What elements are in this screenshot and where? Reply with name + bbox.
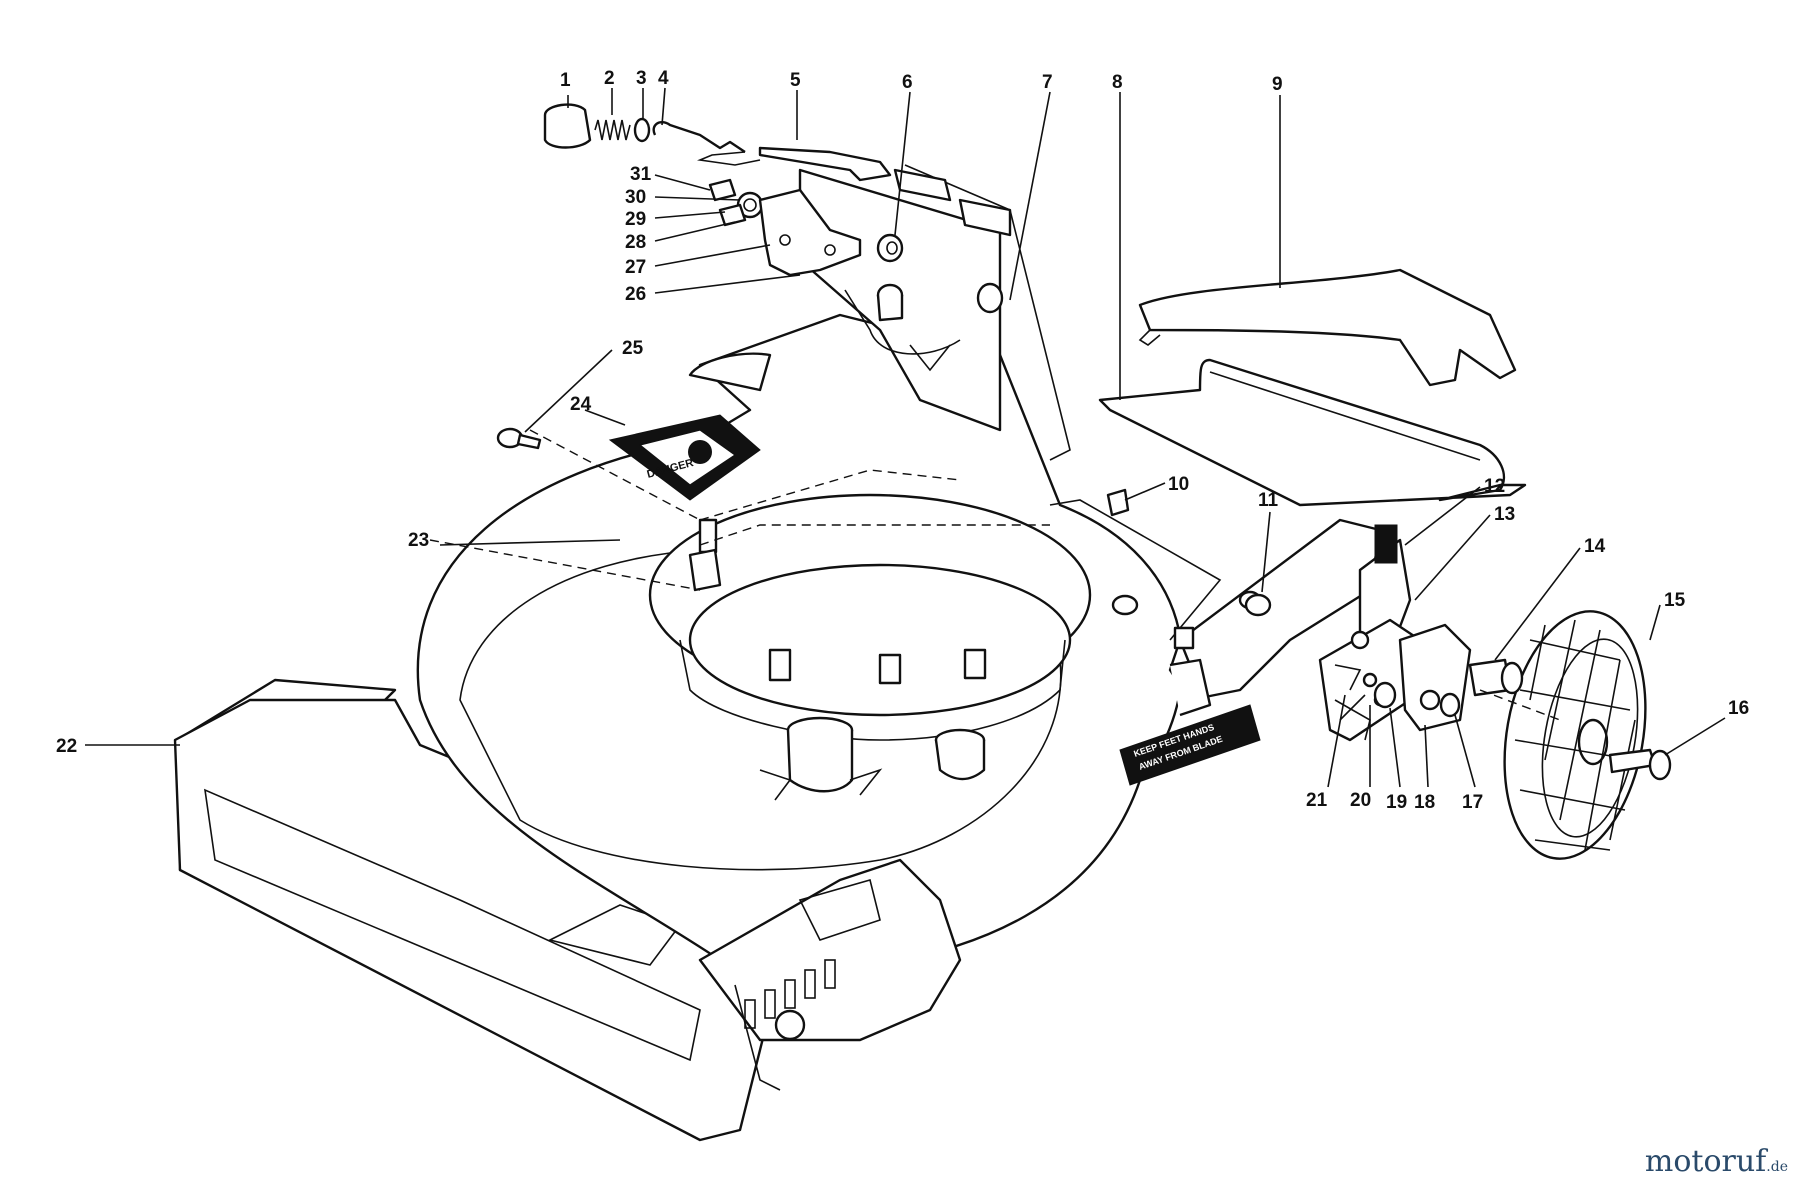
- watermark-tld: .de: [1766, 1159, 1788, 1175]
- callout-8: 8: [1112, 72, 1123, 93]
- callout-1: 1: [560, 70, 571, 91]
- danger-decal: DANGER: [608, 414, 761, 501]
- wheel: [1503, 610, 1647, 860]
- callout-30: 30: [625, 187, 646, 208]
- callout-2: 2: [604, 68, 615, 89]
- callout-19: 19: [1386, 792, 1407, 813]
- callout-31: 31: [630, 164, 652, 185]
- callout-17: 17: [1462, 792, 1483, 813]
- callout-23: 23: [408, 530, 429, 551]
- watermark-name: motoruf: [1644, 1144, 1767, 1179]
- callout-24: 24: [570, 394, 592, 415]
- callout-25: 25: [622, 338, 644, 359]
- assembly-dashed-lines: [429, 429, 1561, 721]
- callout-5: 5: [790, 70, 801, 91]
- chute-deflector-9: [1138, 268, 1517, 387]
- callout-16: 16: [1728, 698, 1749, 719]
- callout-3: 3: [636, 68, 647, 89]
- callout-10: 10: [1168, 474, 1189, 495]
- callout-9: 9: [1272, 74, 1283, 95]
- callout-27: 27: [625, 257, 646, 278]
- callout-18: 18: [1414, 792, 1435, 813]
- callout-11: 11: [1258, 490, 1279, 511]
- chute-baffle-8: [1098, 358, 1527, 507]
- callout-6: 6: [902, 72, 913, 93]
- callout-15: 15: [1664, 590, 1686, 611]
- watermark-logo: motoruf.de: [1645, 1144, 1788, 1179]
- callout-4: 4: [658, 68, 669, 89]
- callout-14: 14: [1584, 536, 1606, 557]
- callout-26: 26: [625, 284, 646, 305]
- callout-20: 20: [1350, 790, 1371, 811]
- callout-29: 29: [625, 209, 646, 230]
- mower-deck: [173, 313, 1222, 1142]
- callout-7: 7: [1042, 72, 1053, 93]
- callout-22: 22: [56, 736, 77, 757]
- callout-13: 13: [1494, 504, 1515, 525]
- callout-28: 28: [625, 232, 646, 253]
- callout-21: 21: [1306, 790, 1328, 811]
- callout-numbers: 1 2 3 4 5 6 7 8 9 10 11 12 13 14 15 16 1…: [56, 68, 1749, 813]
- callout-12: 12: [1484, 476, 1505, 497]
- handle-bracket-assembly: [798, 164, 1071, 461]
- leader-lines: [85, 87, 1726, 788]
